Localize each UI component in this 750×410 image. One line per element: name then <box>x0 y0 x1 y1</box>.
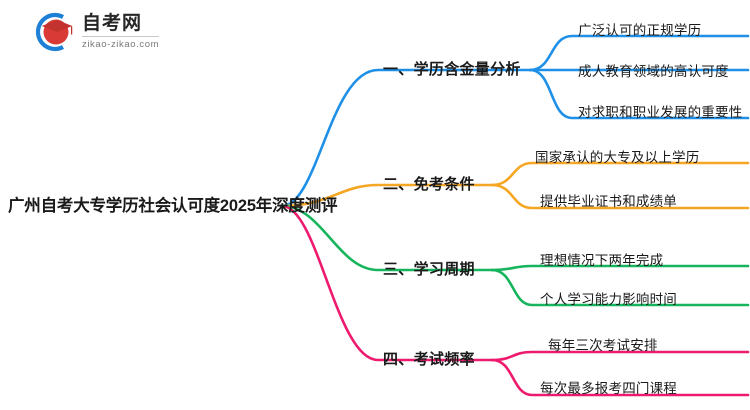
graduation-cap-icon <box>30 9 76 55</box>
logo-url: zikao-zikao.com <box>82 39 160 51</box>
mindmap-branch-1-label[interactable]: 一、学历含金量分析 <box>383 61 521 78</box>
mindmap-branch-3-leaf-1[interactable]: 理想情况下两年完成 <box>540 253 664 268</box>
connector-branch-2-to-leaf-1 <box>490 161 750 187</box>
mindmap-branch-2-leaf-2[interactable]: 提供毕业证书和成绩单 <box>540 194 677 209</box>
site-logo[interactable]: 自考网 zikao-zikao.com <box>30 8 160 56</box>
logo-name: 自考网 <box>82 14 160 38</box>
mindmap-branch-1-leaf-2[interactable]: 成人教育领域的高认可度 <box>578 64 729 79</box>
mindmap-branch-4-leaf-2[interactable]: 每次最多报考四门课程 <box>540 381 677 396</box>
mindmap-branch-1-leaf-3[interactable]: 对求职和职业发展的重要性 <box>578 105 743 120</box>
mindmap-branch-1-leaf-1[interactable]: 广泛认可的正规学历 <box>578 23 702 38</box>
connector-root-to-branch-4 <box>280 204 494 362</box>
mindmap-branch-4-label[interactable]: 四、考试频率 <box>383 351 475 368</box>
mindmap-root-node[interactable]: 广州自考大专学历社会认可度2025年深度测评 <box>8 197 338 215</box>
mindmap-branch-2-leaf-1[interactable]: 国家承认的大专及以上学历 <box>535 150 700 165</box>
mindmap-branch-2-label[interactable]: 二、免考条件 <box>383 176 475 193</box>
mindmap-branch-3-label[interactable]: 三、学习周期 <box>383 261 475 278</box>
mindmap-branch-3-leaf-2[interactable]: 个人学习能力影响时间 <box>540 292 677 307</box>
mindmap-branch-4-leaf-1[interactable]: 每年三次考试安排 <box>548 338 658 353</box>
